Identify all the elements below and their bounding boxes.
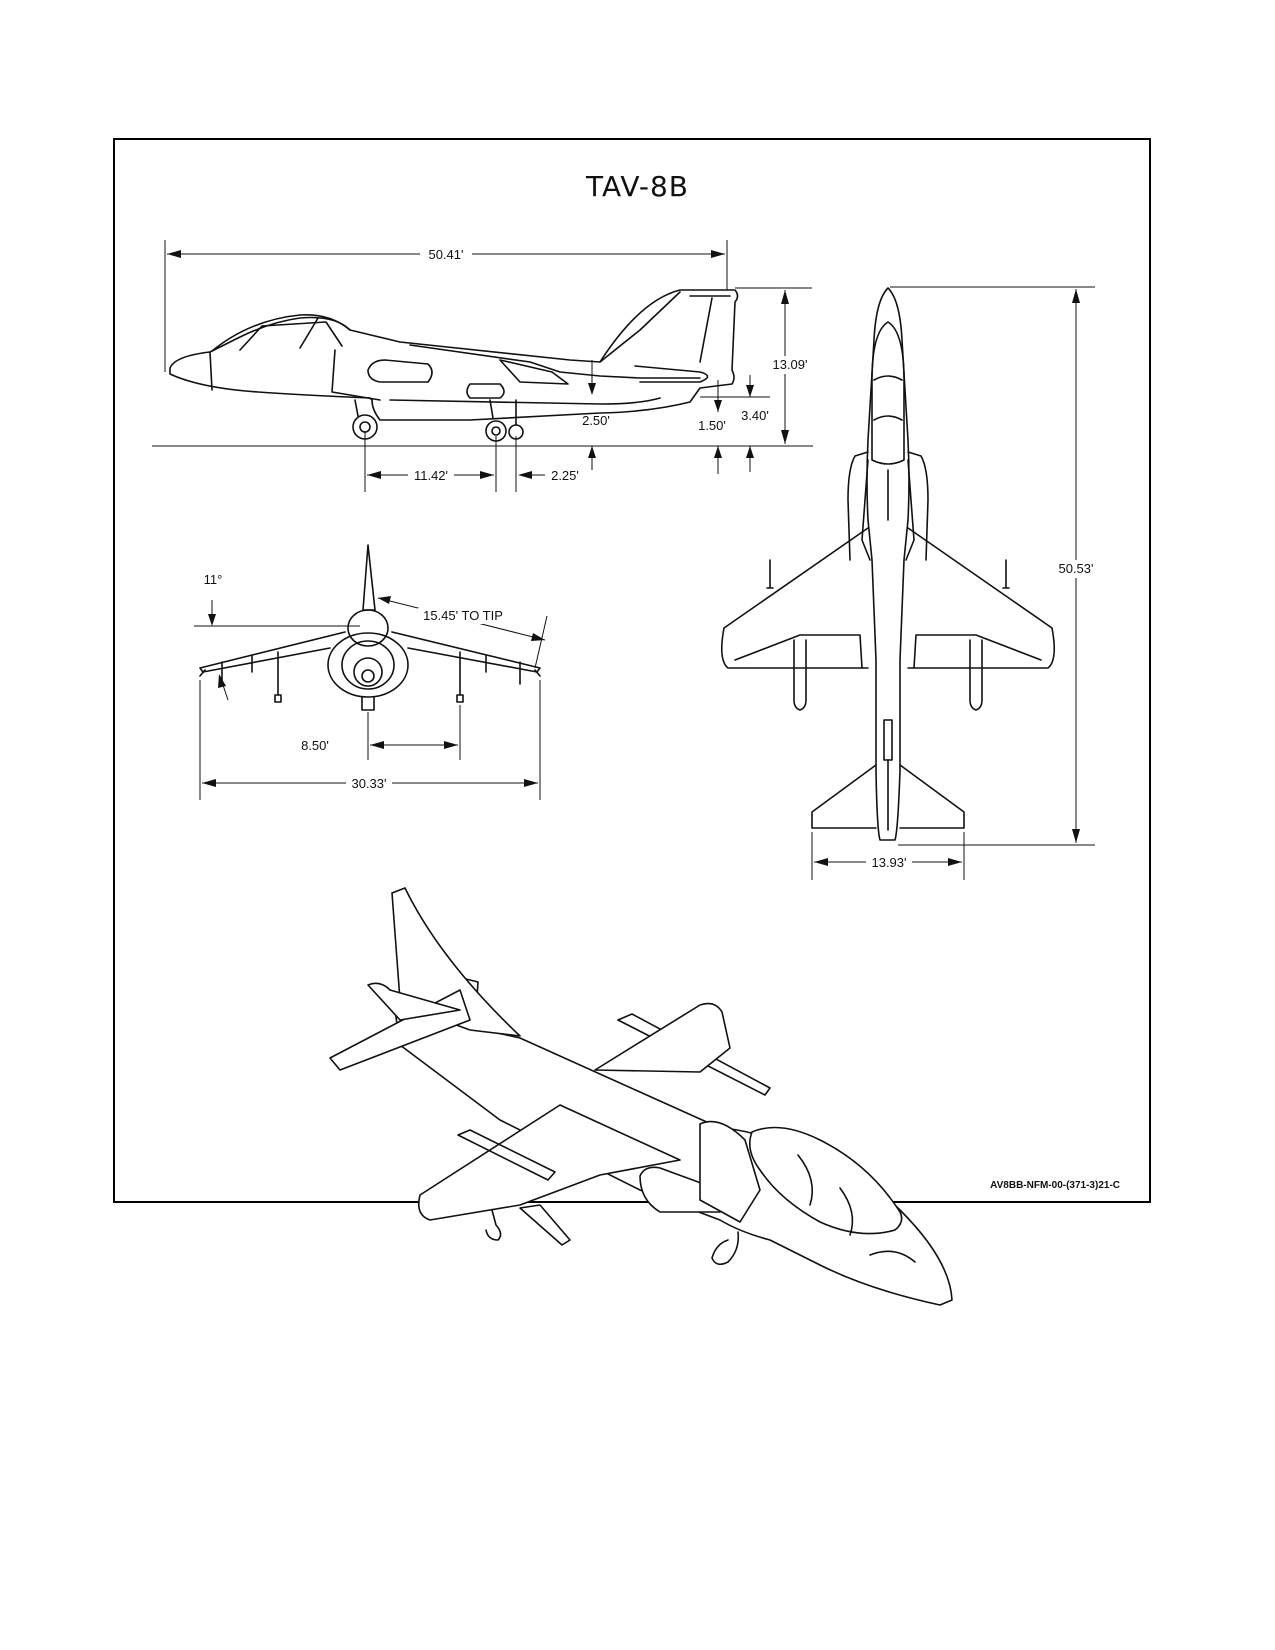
front-left-wing bbox=[199, 631, 346, 673]
iso-far-wing bbox=[594, 1002, 731, 1073]
plan-view: 50.53' 13.93' bbox=[720, 286, 1100, 880]
front-canopy bbox=[347, 609, 389, 647]
dim-inlet-height: 2.50' bbox=[582, 413, 610, 428]
side-view: 50.41' 13.09' 3.40' 2.50' 1.50' bbox=[152, 240, 813, 492]
dim-dihedral: 11° bbox=[204, 572, 223, 587]
side-main-gear bbox=[489, 399, 494, 419]
isometric-view bbox=[329, 887, 953, 1306]
dim-wheelbase: 11.42' bbox=[414, 468, 448, 483]
front-view: 11° 15.45' TO TIP 8.50' 30.33' bbox=[194, 544, 548, 800]
plan-canopy bbox=[871, 321, 905, 465]
side-nose-gear bbox=[354, 399, 359, 417]
side-fuselage bbox=[169, 289, 739, 421]
front-fin bbox=[362, 544, 376, 611]
iso-near-wing bbox=[417, 1104, 681, 1221]
plan-fuselage bbox=[866, 287, 910, 841]
dim-nozzle-height: 3.40' bbox=[741, 408, 769, 423]
front-right-wing bbox=[391, 631, 541, 673]
plan-left-wing bbox=[720, 527, 869, 669]
front-nose-gear bbox=[361, 696, 375, 711]
side-canopy bbox=[211, 313, 351, 352]
side-rudder-line bbox=[699, 297, 713, 363]
plan-left-intake bbox=[847, 451, 869, 561]
dim-height: 13.09' bbox=[772, 357, 807, 372]
dim-plan-length: 50.53' bbox=[1058, 561, 1093, 576]
iso-nose-gear bbox=[711, 1231, 740, 1266]
plan-right-tailplane bbox=[899, 764, 965, 829]
side-canopy-frame bbox=[239, 321, 343, 351]
side-intake bbox=[331, 349, 381, 401]
plan-right-intake bbox=[907, 451, 929, 561]
side-wing bbox=[409, 344, 701, 379]
iso-canopy bbox=[749, 1126, 903, 1235]
dim-wingtip-length: 15.45' TO TIP bbox=[423, 608, 503, 623]
plan-left-tailplane bbox=[811, 764, 877, 829]
side-tailplane bbox=[634, 365, 709, 383]
dim-outrigger-track: 8.50' bbox=[301, 738, 329, 753]
drawing-title: TAV-8B bbox=[586, 170, 689, 203]
dim-wingspan: 30.33' bbox=[351, 776, 386, 791]
front-fuselage bbox=[327, 632, 409, 698]
plan-right-wing bbox=[907, 527, 1056, 669]
drawing-frame bbox=[113, 138, 1151, 1203]
dim-tail-clearance: 1.50' bbox=[698, 418, 726, 433]
iso-main-gear bbox=[485, 1209, 502, 1241]
document-reference: AV8BB-NFM-00-(371-3)21-C bbox=[990, 1180, 1120, 1191]
dim-overall-length: 50.41' bbox=[428, 247, 463, 262]
dim-tailplane-span: 13.93' bbox=[871, 855, 906, 870]
dim-main-to-outrigger: 2.25' bbox=[551, 468, 579, 483]
